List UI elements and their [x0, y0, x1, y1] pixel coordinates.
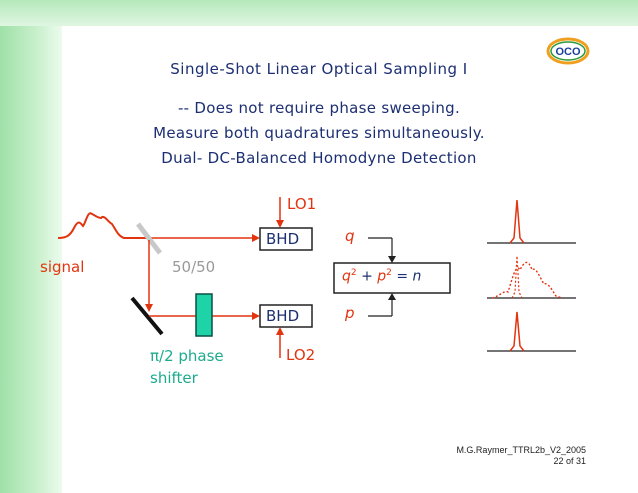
footer-source: M.G.Raymer_TTRL2b_V2_2005 [456, 445, 586, 455]
plot-middle-pulse [511, 255, 523, 299]
reflected-beam-arrowhead [145, 304, 153, 312]
lo2-label: LO2 [286, 346, 316, 364]
bullet-line-2: Measure both quadratures simultaneously. [153, 124, 485, 142]
signal-label: signal [40, 258, 85, 276]
bhd-bottom-box [259, 304, 313, 328]
eq-q: q [342, 268, 351, 285]
slide-title: Single-Shot Linear Optical Sampling I [170, 60, 468, 78]
plot-middle-signal [491, 261, 563, 299]
lo2-arrowhead [276, 327, 284, 335]
eq-plus: + [356, 268, 378, 285]
bullet-line-3: Dual- DC-Balanced Homodyne Detection [161, 149, 477, 167]
svg-text:OCO: OCO [555, 46, 581, 58]
eq-p: p [377, 268, 387, 285]
equation-box [333, 262, 451, 294]
plot-bottom-pulse [509, 311, 525, 352]
p-output-label: p [345, 304, 355, 322]
phase-shifter-label-2: shifter [150, 369, 198, 387]
bhd-bottom-label: BHD [266, 307, 300, 325]
eq-n: n [412, 268, 422, 285]
bhd-top-box [259, 227, 313, 251]
lo1-arrowhead [276, 220, 284, 228]
top-decorative-bar [0, 0, 638, 26]
lower-beam-arrowhead [252, 312, 260, 320]
equation-text: q2 + p2 = n [342, 268, 421, 285]
footer: M.G.Raymer_TTRL2b_V2_2005 22 of 31 [456, 445, 586, 467]
mirror [130, 296, 164, 336]
q-arrowhead [388, 256, 396, 263]
eq-q-exponent: 2 [350, 268, 357, 278]
footer-page-number: 22 of 31 [553, 456, 586, 466]
plot-top-pulse [509, 199, 525, 244]
beam-splitter [136, 222, 162, 255]
bhd-top-label: BHD [266, 230, 300, 248]
p-arrowhead [388, 293, 396, 300]
splitter-label: 50/50 [172, 258, 216, 276]
eq-p-exponent: 2 [386, 268, 392, 278]
eq-equals: = [391, 268, 413, 285]
signal-pulse [57, 212, 148, 239]
signal-beam-arrowhead [252, 234, 260, 242]
q-output-label: q [345, 227, 355, 245]
phase-shifter-label-1: π/2 phase [150, 347, 224, 365]
phase-shifter [195, 293, 213, 337]
oco-logo: OCO [546, 37, 590, 65]
left-decorative-bar [0, 0, 62, 493]
lo1-label: LO1 [287, 195, 317, 213]
bullet-line-1: -- Does not require phase sweeping. [177, 99, 461, 117]
